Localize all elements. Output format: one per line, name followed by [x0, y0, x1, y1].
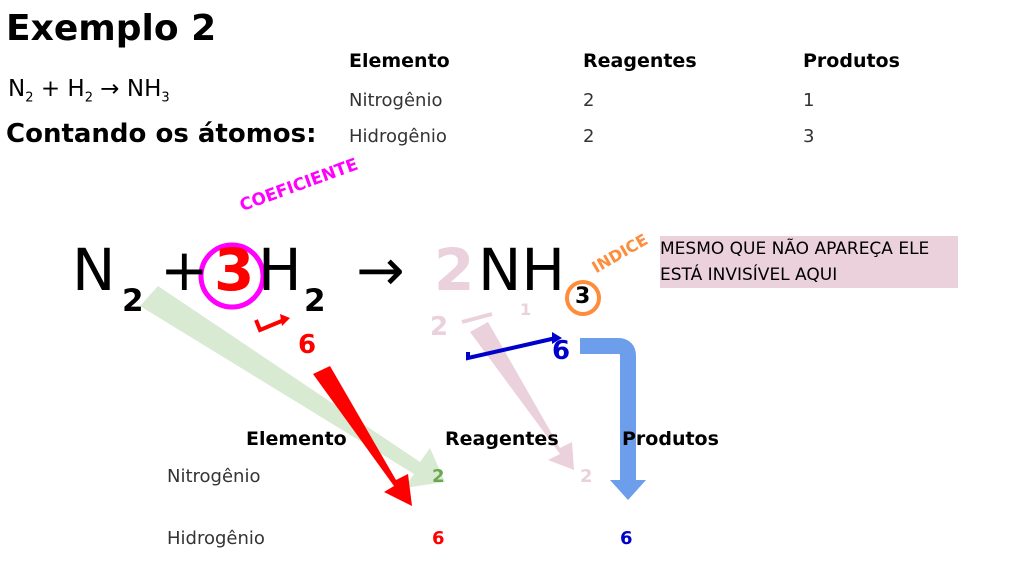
eq-n-sub: 2: [25, 90, 34, 106]
top-table-cell: 1: [803, 90, 815, 111]
green-arrow: [140, 286, 445, 488]
big-eq-product-coefficient: 2: [434, 236, 475, 304]
eq-product: NH: [126, 76, 162, 102]
top-table-cell: 3: [803, 126, 815, 147]
bottom-table-header-elemento: Elemento: [246, 428, 347, 450]
top-table-cell: Nitrogênio: [349, 90, 443, 111]
bottom-table-label: Nitrogênio: [167, 466, 261, 487]
top-table-header-elemento: Elemento: [349, 50, 450, 72]
eq-n: N: [8, 76, 26, 102]
counting-label: Contando os átomos:: [6, 119, 317, 149]
eq-product-sub: 3: [161, 90, 170, 106]
big-eq-arrow: →: [356, 236, 405, 304]
top-table-header-reagentes: Reagentes: [583, 50, 697, 72]
red-arrow: [313, 366, 412, 506]
coef-circle: [198, 242, 266, 310]
bottom-table-label: Hidrogênio: [167, 528, 265, 549]
big-eq-h-sub: 2: [304, 283, 326, 319]
big-eq-plus: +: [160, 236, 209, 304]
big-eq-product: NH: [478, 236, 565, 304]
eq-h: H: [67, 76, 85, 102]
blue-elbow-arrow: [580, 338, 636, 480]
big-eq-n: N: [72, 236, 116, 304]
bottom-table-value: 2: [432, 466, 445, 487]
pink-bracket-arrow: [461, 312, 493, 324]
note-box: MESMO QUE NÃO APAREÇA ELE ESTÁ INVISÍVEL…: [660, 236, 958, 288]
big-eq-product-sub: 3: [575, 284, 591, 309]
top-table-cell: 2: [583, 126, 595, 147]
small-equation: N2 + H2 → NH3: [8, 76, 170, 106]
bottom-table-value: 6: [620, 528, 633, 549]
top-table-cell: 2: [583, 90, 595, 111]
pink-two: 2: [430, 312, 449, 342]
blue-bracket-arrow: [466, 336, 557, 361]
bottom-table-value: 2: [580, 466, 593, 487]
bottom-table-value: 6: [432, 528, 445, 549]
red-bracket-arrow: [254, 318, 285, 333]
blue-six: 6: [552, 336, 571, 366]
blue-arrowhead: [610, 480, 646, 500]
red-six: 6: [298, 330, 317, 360]
big-eq-n-sub: 2: [122, 283, 144, 319]
eq-arrow: →: [100, 76, 120, 102]
indice-circle: [565, 280, 601, 316]
eq-plus: +: [40, 76, 61, 102]
big-eq-coefficient: 3: [214, 236, 255, 304]
top-table-header-produtos: Produtos: [803, 50, 900, 72]
pink-arrow: [470, 322, 574, 470]
slide-title: Exemplo 2: [6, 8, 217, 49]
pink-one: 1: [520, 300, 532, 319]
eq-h-sub: 2: [84, 90, 93, 106]
big-eq-h: H: [258, 236, 302, 304]
bottom-table-header-reagentes: Reagentes: [445, 428, 559, 450]
bottom-table-header-produtos: Produtos: [622, 428, 719, 450]
top-table-cell: Hidrogênio: [349, 126, 447, 147]
